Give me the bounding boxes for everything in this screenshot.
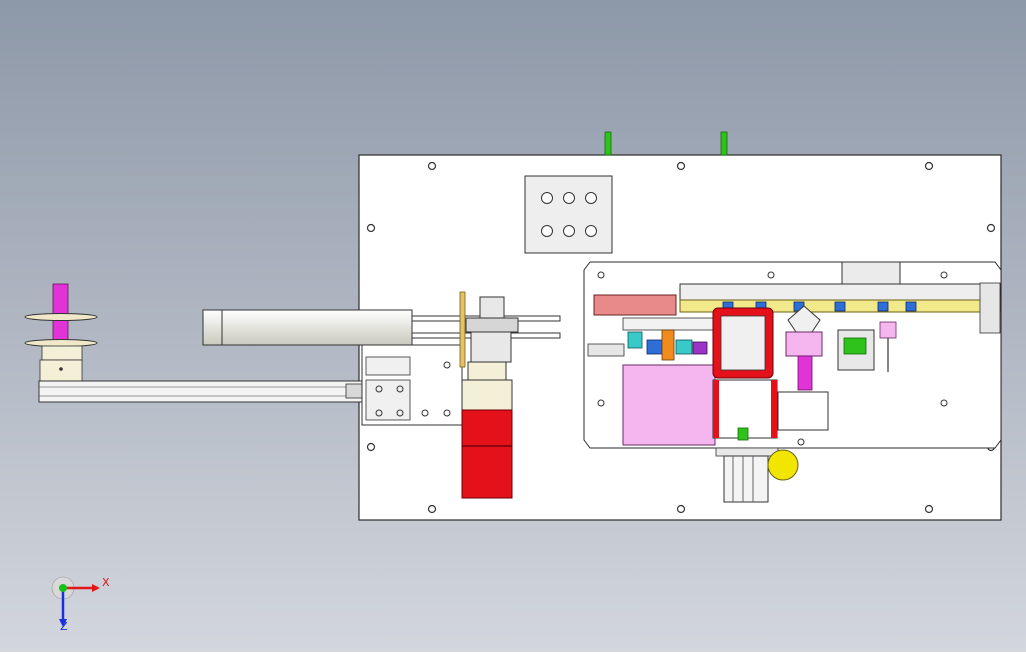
arrow-up-icon — [59, 584, 67, 592]
green-locating-pins[interactable] — [604, 131, 728, 156]
arm-mount-bracket[interactable] — [361, 344, 463, 426]
rail-clamp-blocks[interactable] — [722, 301, 917, 312]
linear-slide-module[interactable] — [715, 447, 799, 503]
sensor-bracket[interactable] — [837, 321, 897, 372]
slide-base-block[interactable] — [622, 364, 716, 446]
axis-x-label: X — [102, 576, 110, 589]
magenta-clamp-mechanism[interactable] — [777, 305, 829, 431]
drive-motor-assembly[interactable] — [459, 291, 519, 499]
pneumatic-valve-cluster[interactable] — [587, 317, 714, 361]
red-gripper-frame[interactable] — [712, 307, 778, 441]
coordinate-triad — [51, 576, 100, 627]
control-button-panel[interactable] — [524, 175, 613, 254]
plate-screw-holes — [366, 161, 996, 514]
tape-reel-holder[interactable] — [24, 283, 98, 383]
axis-z-label: Z — [60, 620, 68, 633]
